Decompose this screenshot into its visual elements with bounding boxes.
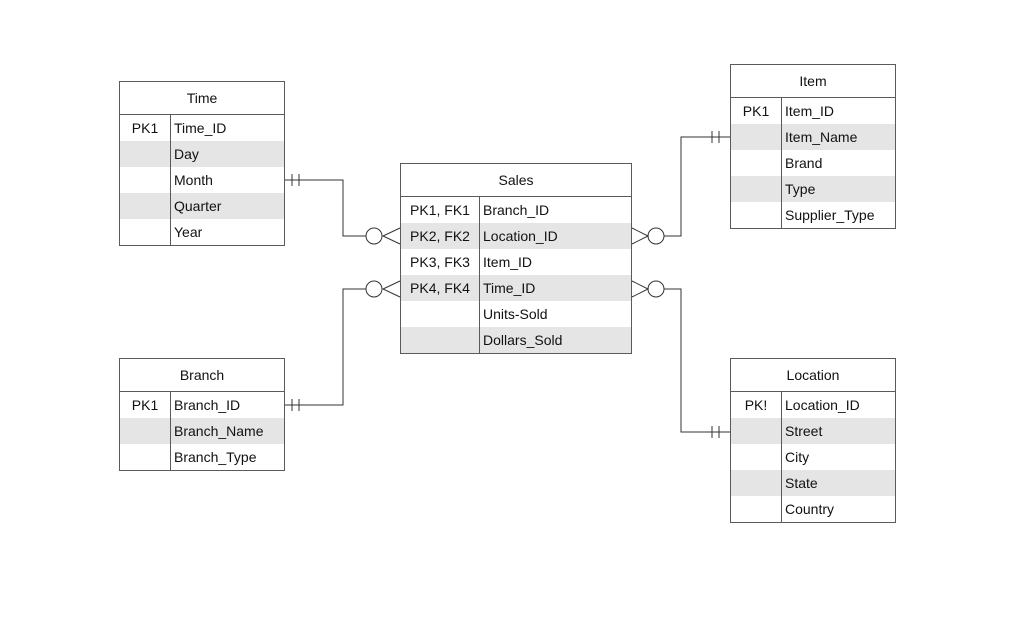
- field-name: Branch_ID: [483, 202, 550, 218]
- entity-row[interactable]: Units-Sold: [401, 301, 631, 327]
- field-name: Year: [174, 224, 203, 240]
- field-name: State: [785, 475, 818, 491]
- field-name: Brand: [785, 155, 823, 171]
- entity-row[interactable]: Year: [120, 219, 284, 245]
- field-name: City: [785, 449, 810, 465]
- key-label: PK3, FK3: [410, 254, 470, 270]
- entity-row[interactable]: PK1, FK1 Branch_ID: [401, 197, 631, 223]
- crows-foot: [631, 227, 650, 245]
- field-name: Item_ID: [483, 254, 533, 270]
- crows-foot: [381, 280, 401, 298]
- zero-optional-circle: [365, 227, 383, 245]
- key-label: PK1: [131, 397, 159, 413]
- field-name: Type: [785, 181, 816, 197]
- entity-row[interactable]: City: [731, 444, 895, 470]
- field-name: Time_ID: [174, 120, 227, 136]
- entity-row[interactable]: PK3, FK3 Item_ID: [401, 249, 631, 275]
- relationship-line: [664, 288, 730, 433]
- key-label: PK4, FK4: [410, 280, 470, 296]
- relationship-line: [285, 288, 366, 406]
- entity-row[interactable]: PK4, FK4 Time_ID: [401, 275, 631, 301]
- relationship-line: [285, 179, 366, 237]
- field-name: Item_Name: [785, 129, 858, 145]
- entity-row[interactable]: PK1 Branch_ID: [120, 392, 284, 418]
- entity-row[interactable]: Type: [731, 176, 895, 202]
- entity-row[interactable]: Item_Name: [731, 124, 895, 150]
- zero-optional-circle: [647, 227, 665, 245]
- entity-row[interactable]: Branch_Name: [120, 418, 284, 444]
- zero-optional-circle: [365, 280, 383, 298]
- key-column-divider: [170, 391, 171, 470]
- entity-row[interactable]: PK1 Item_ID: [731, 98, 895, 124]
- field-name: Branch_Type: [174, 449, 257, 465]
- field-name: Supplier_Type: [785, 207, 875, 223]
- entity-row[interactable]: Brand: [731, 150, 895, 176]
- field-name: Location_ID: [483, 228, 558, 244]
- entity-row[interactable]: Day: [120, 141, 284, 167]
- field-name: Dollars_Sold: [483, 332, 563, 348]
- zero-optional-circle: [647, 280, 665, 298]
- crows-foot: [381, 227, 401, 245]
- field-name: Item_ID: [785, 103, 835, 119]
- entity-row[interactable]: Street: [731, 418, 895, 444]
- key-label: PK!: [744, 397, 768, 413]
- entity-row[interactable]: Supplier_Type: [731, 202, 895, 228]
- key-column-divider: [781, 391, 782, 522]
- field-name: Units-Sold: [483, 306, 548, 322]
- entity-row[interactable]: PK2, FK2 Location_ID: [401, 223, 631, 249]
- relationship-line: [664, 136, 730, 237]
- entity-title: Location: [731, 359, 895, 392]
- key-column-divider: [170, 114, 171, 245]
- key-label: PK1, FK1: [410, 202, 470, 218]
- entity-row[interactable]: State: [731, 470, 895, 496]
- entity-title: Item: [731, 65, 895, 98]
- field-name: Branch_ID: [174, 397, 241, 413]
- field-name: Quarter: [174, 198, 222, 214]
- entity-row[interactable]: PK! Location_ID: [731, 392, 895, 418]
- key-label: PK1: [742, 103, 770, 119]
- entity-row[interactable]: Quarter: [120, 193, 284, 219]
- field-name: Street: [785, 423, 823, 439]
- crows-foot: [631, 280, 650, 298]
- entity-title: Sales: [401, 164, 631, 197]
- key-column-divider: [479, 196, 480, 353]
- entity-row[interactable]: PK1 Time_ID: [120, 115, 284, 141]
- field-name: Branch_Name: [174, 423, 264, 439]
- entity-title: Time: [120, 82, 284, 115]
- key-label: PK2, FK2: [410, 228, 470, 244]
- entity-row[interactable]: Month: [120, 167, 284, 193]
- field-name: Country: [785, 501, 835, 517]
- entity-row[interactable]: Branch_Type: [120, 444, 284, 470]
- field-name: Month: [174, 172, 213, 188]
- entity-row[interactable]: Dollars_Sold: [401, 327, 631, 353]
- key-column-divider: [781, 97, 782, 228]
- entity-row[interactable]: Country: [731, 496, 895, 522]
- field-name: Day: [174, 146, 199, 162]
- entity-title: Branch: [120, 359, 284, 392]
- field-name: Location_ID: [785, 397, 860, 413]
- key-label: PK1: [131, 120, 159, 136]
- field-name: Time_ID: [483, 280, 536, 296]
